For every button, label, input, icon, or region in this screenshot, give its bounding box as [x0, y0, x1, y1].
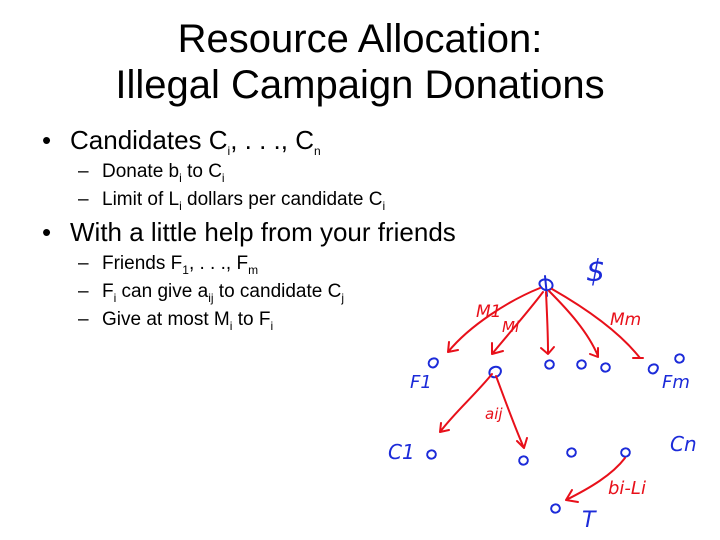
title-line-2: Illegal Campaign Donations: [115, 63, 605, 107]
candidate-node-c3-icon: [566, 447, 577, 458]
dash-icon: –: [78, 189, 89, 210]
edge-fi-cj: [495, 375, 528, 449]
friend-node-f2-icon: [544, 359, 555, 370]
candidate-node-c2-icon: [518, 455, 529, 466]
capacity-mi-label: Mi: [502, 318, 520, 336]
friend-node-f4-icon: [600, 362, 611, 373]
capacity-aij-label: aij: [485, 405, 503, 423]
bullet-dot-icon: •: [42, 217, 52, 247]
edge-source-f3: [548, 290, 599, 358]
bullet-friends-help: • With a little help from your friends: [42, 217, 456, 247]
friend-node-f1-icon: [427, 357, 439, 369]
title-line-1: Resource Allocation:: [177, 17, 543, 61]
candidate-cn-label: Cn: [670, 432, 697, 456]
sub-bullet-limit: – Limit of Li dollars per candidate Ci: [78, 189, 386, 213]
dash-icon: –: [78, 281, 89, 302]
sink-node-icon: [550, 503, 561, 514]
friend-node-fm-icon: [647, 353, 685, 375]
edge-source-fm: [551, 288, 644, 359]
friend-fm-label: Fm: [662, 372, 690, 393]
bullet-candidates: • Candidates Ci, . . ., Cn: [42, 125, 321, 159]
dash-icon: –: [78, 161, 89, 182]
edge-source-fi: [491, 291, 544, 355]
sub-bullet-friends: – Friends F1, . . ., Fm: [78, 253, 259, 277]
capacity-mm-label: Mm: [610, 310, 642, 330]
capacity-m1-label: M1: [476, 302, 502, 322]
edge-source-f2: [540, 291, 555, 355]
friend-node-f3-icon: [576, 359, 587, 370]
edge-fi-c1: [439, 373, 493, 433]
sub-bullet-give: – Fi can give aij to candidate Cj: [78, 281, 345, 305]
source-dollar-label: $: [586, 254, 606, 289]
dash-icon: –: [78, 253, 89, 274]
sub-bullet-at-most: – Give at most Mi to Fi: [78, 309, 274, 333]
dash-icon: –: [78, 309, 89, 330]
capacity-bi-li-label: bi-Li: [608, 478, 646, 499]
sink-t-label: T: [582, 508, 596, 533]
edge-source-f1: [447, 287, 541, 353]
slide-title: Resource Allocation: Illegal Campaign Do…: [0, 16, 720, 108]
candidate-node-cn-icon: [620, 447, 631, 458]
sub-bullet-donate: – Donate bi to Ci: [78, 161, 225, 185]
bullet-list: • Candidates Ci, . . ., Cn – Donate bi t…: [40, 124, 510, 336]
edge-cn-sink: [565, 457, 626, 503]
bullet-dot-icon: •: [42, 125, 52, 155]
friend-f1-label: F1: [410, 372, 432, 393]
candidate-c1-label: C1: [388, 440, 415, 464]
candidate-node-c1-icon: [426, 449, 437, 460]
